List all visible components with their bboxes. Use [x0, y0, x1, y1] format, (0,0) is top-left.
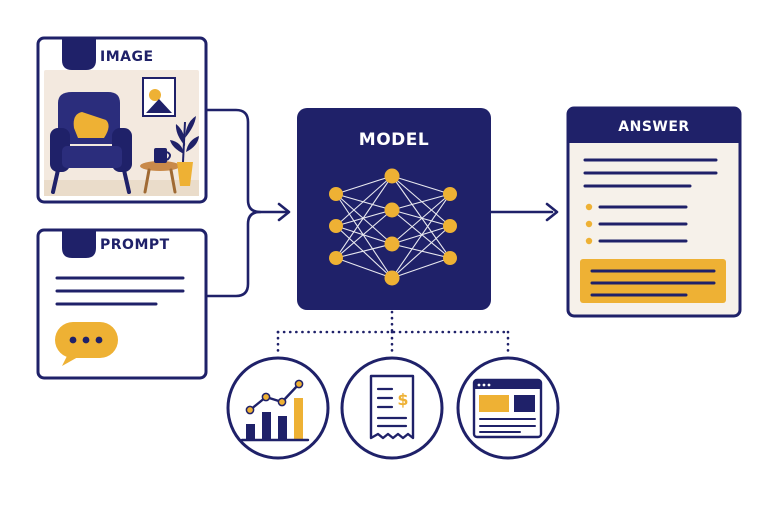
prompt-card-tab [62, 230, 96, 258]
connector-lines [204, 108, 559, 298]
dollar-sign-glyph: $ [397, 390, 408, 409]
model-block: MODEL [297, 108, 491, 310]
answer-card: ANSWER [566, 106, 742, 318]
image-card-title: IMAGE [100, 49, 154, 65]
prompt-text-lines [55, 276, 185, 306]
answer-highlight-box [580, 259, 726, 303]
image-card-tab [62, 38, 96, 70]
merge-arrow-head [277, 202, 291, 222]
armchair-room-image [44, 70, 199, 196]
bar-line-chart-icon [226, 356, 330, 460]
receipt-dollar-icon: $ [340, 356, 444, 460]
prompt-card: PROMPT [36, 228, 208, 380]
web-page-layout-icon [456, 356, 560, 460]
prompt-to-model-connector [204, 210, 262, 298]
model-title: MODEL [359, 130, 429, 150]
chat-bubble-icon [55, 322, 118, 366]
output-dotted-connectors [276, 310, 510, 358]
prompt-card-title: PROMPT [100, 237, 170, 253]
answer-card-header [568, 108, 740, 143]
answer-arrow-head [545, 202, 559, 222]
answer-bullets [585, 203, 593, 245]
image-to-model-connector [204, 108, 288, 214]
answer-text-lines [583, 158, 718, 243]
answer-card-title: ANSWER [618, 119, 689, 135]
image-card: IMAGE [36, 36, 208, 204]
neural-network-icon [329, 168, 457, 286]
